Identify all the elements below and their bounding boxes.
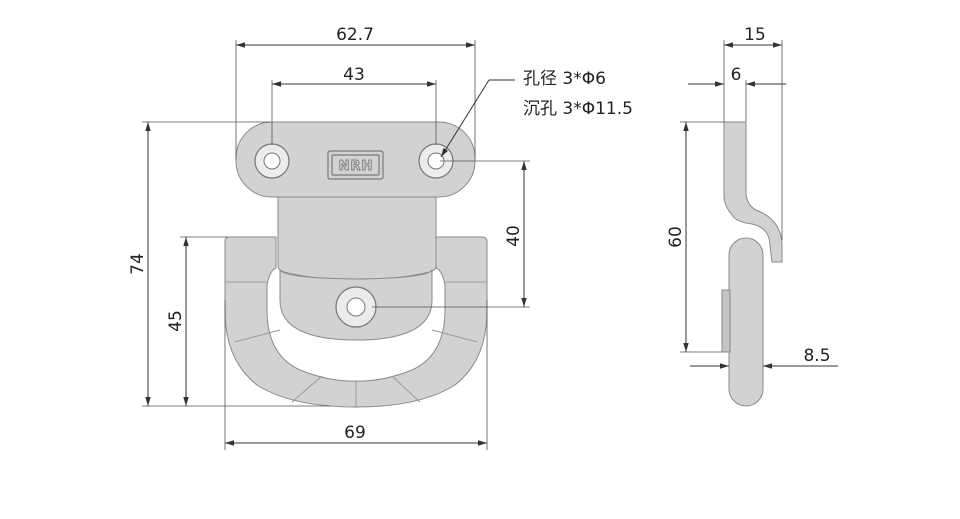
front-view: NRH — [224, 121, 488, 408]
d-ring — [224, 236, 488, 408]
note-counterbore: 沉孔 3*Φ11.5 — [523, 99, 633, 119]
dim-ring-thickness: 8.5 — [803, 346, 830, 366]
dim-side-plate-thickness: 6 — [731, 65, 742, 85]
dim-ring-width: 69 — [344, 423, 366, 443]
side-bracket — [723, 121, 783, 263]
center-hole — [335, 286, 377, 328]
left-hole — [254, 143, 290, 179]
dim-side-total-depth: 15 — [744, 25, 766, 45]
dim-hole-spacing: 43 — [343, 65, 365, 85]
dim-ring-height: 45 — [166, 310, 186, 332]
dim-side-height: 60 — [666, 226, 686, 248]
side-ring — [728, 237, 764, 407]
dim-plate-width: 62.7 — [336, 25, 374, 45]
brand-logo: NRH — [327, 150, 384, 180]
note-hole-diameter: 孔径 3*Φ6 — [523, 69, 606, 89]
side-view — [721, 121, 783, 407]
ring-segment-lines — [226, 281, 486, 407]
svg-text:NRH: NRH — [339, 159, 374, 174]
side-dimensions: 15 6 60 8.5 — [666, 25, 838, 369]
side-lower-plate — [721, 289, 731, 353]
dim-total-height: 74 — [128, 253, 148, 275]
dim-center-hole-offset: 40 — [504, 225, 524, 247]
front-dimensions: 62.7 43 74 45 69 40 孔径 3*Φ6 沉孔 3*Φ11.5 — [128, 25, 633, 450]
strap-body — [277, 189, 437, 281]
